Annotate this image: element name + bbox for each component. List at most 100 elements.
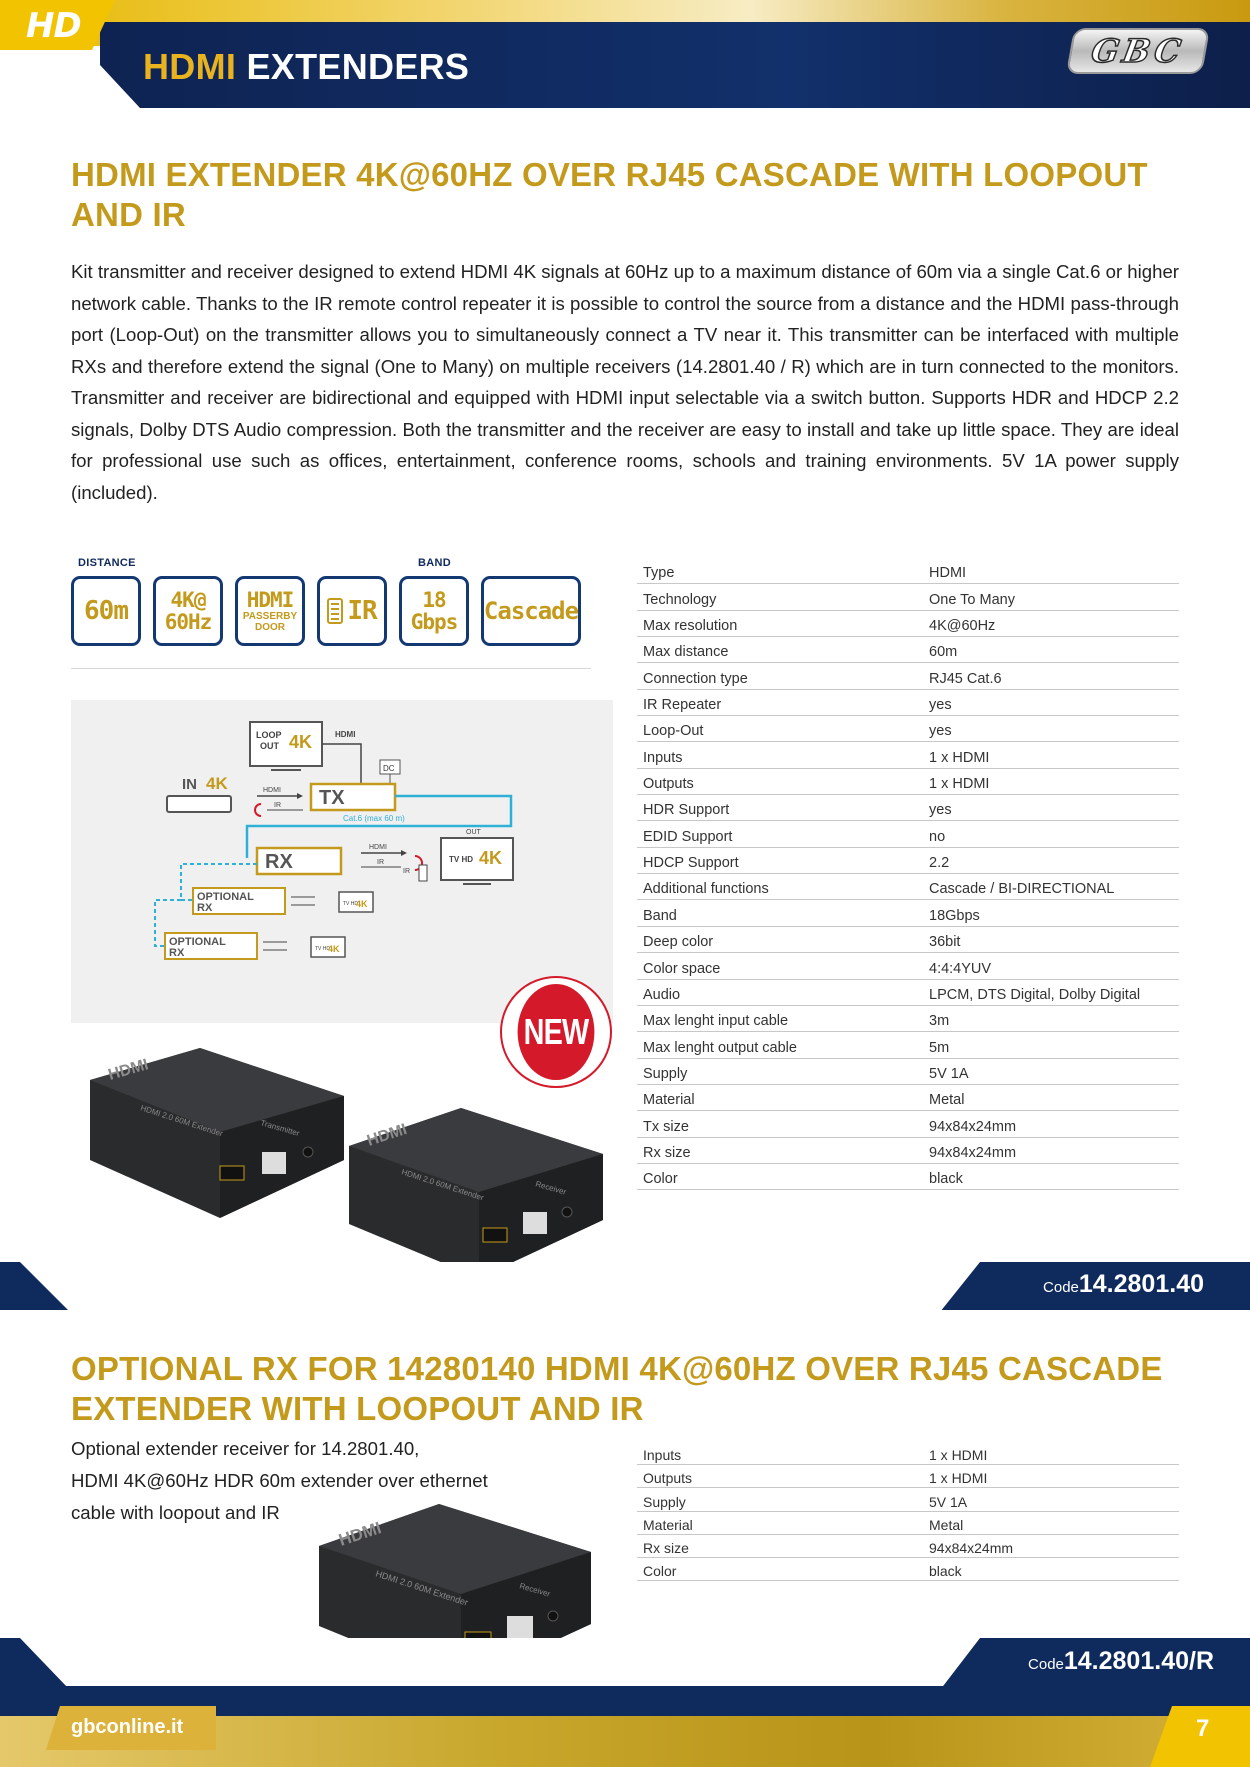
new-badge-text: NEW <box>517 984 595 1080</box>
diagram-optional-rx-2: RX <box>169 947 185 959</box>
spec-key: Outputs <box>643 776 694 793</box>
product2-code-value: 14.2801.40/R <box>1063 1647 1214 1675</box>
diagram-out-1: OUT <box>466 829 482 836</box>
product1-code: Code14.2801.40 <box>1043 1270 1204 1299</box>
band-line1: 18 <box>422 588 446 612</box>
new-badge: NEW <box>500 976 612 1088</box>
hd-badge: HD <box>26 6 82 46</box>
product2-desc-line3: cable with loopout and IR <box>71 1502 280 1523</box>
spec-key: Color space <box>643 960 721 977</box>
spec-key: Connection type <box>643 670 748 687</box>
footer-website-link[interactable]: gbconline.it <box>71 1716 184 1738</box>
spec-value: 94x84x24mm <box>929 1539 1014 1556</box>
spec-key: Max distance <box>643 644 729 661</box>
diagram-tvhd-3: TV HD <box>315 946 330 952</box>
section-title: HDMI EXTENDERS <box>143 46 469 88</box>
hdmi-passthrough-badge: HDMI PASSERBY DOOR <box>235 576 305 646</box>
diagram-dc: DC <box>383 764 395 773</box>
optional-rx-1 <box>192 887 286 915</box>
spec-value: Metal <box>929 1092 965 1109</box>
remote-small-icon <box>418 864 428 882</box>
diagram-ir-1: IR <box>274 802 281 809</box>
ir-badge: IR <box>317 576 387 646</box>
band-line2: Gbps <box>410 610 459 634</box>
spec-value: 3m <box>929 1013 950 1030</box>
remote-icon <box>327 598 344 624</box>
diagram-tvhd-1: TV HD <box>449 855 473 864</box>
spec-row: Deep color 36bit <box>637 927 1179 954</box>
spec-value: yes <box>929 697 952 714</box>
product1-description: Kit transmitter and receiver designed to… <box>71 261 1179 503</box>
spec-key: Max resolution <box>643 618 738 635</box>
diagram-rx: RX <box>265 851 293 873</box>
spec-value: LPCM, DTS Digital, Dolby Digital <box>929 986 1141 1003</box>
diagram-optional-1: OPTIONAL <box>197 891 254 903</box>
product2-desc-line2: HDMI 4K@60Hz HDR 60m extender over ether… <box>71 1470 488 1491</box>
spec-key: Inputs <box>643 1447 682 1464</box>
spec-key: Max lenght output cable <box>643 1039 797 1056</box>
diagram-ir-2: IR <box>377 859 384 866</box>
spec-key: Material <box>643 1516 693 1533</box>
spec-value: yes <box>929 723 952 740</box>
diagram-tx: TX <box>319 787 345 809</box>
cascade-badge: Cascade <box>481 576 581 646</box>
spec-value: One To Many <box>929 591 1015 608</box>
gbc-logo: GBC <box>1065 28 1211 74</box>
resolution-badge: 4K@ 60Hz <box>153 576 223 646</box>
spec-row: IR Repeater yes <box>637 690 1179 717</box>
diagram-4k-out: 4K <box>479 848 502 868</box>
spec-value: 5V 1A <box>929 1065 969 1082</box>
spec-key: Color <box>643 1171 678 1188</box>
diagram-loop: LOOP <box>256 730 282 740</box>
resolution-line2: 60Hz <box>164 610 213 634</box>
badge-divider <box>71 668 591 669</box>
spec-key: Additional functions <box>643 881 769 898</box>
spec-key: Tx size <box>643 1118 689 1135</box>
diagram-4k-in: 4K <box>206 774 228 793</box>
spec-row: Technology One To Many <box>637 584 1179 611</box>
spec-value: 1 x HDMI <box>929 1470 988 1487</box>
spec-value: 4K@60Hz <box>929 618 996 635</box>
product1-code-label: Code <box>1043 1279 1079 1296</box>
diagram-ir-3: IR <box>403 868 410 875</box>
spec-key: Deep color <box>643 934 714 951</box>
connection-diagram: LOOP OUT 4K HDMI DC IN 4K HDMI IR TX Cat… <box>71 700 613 1023</box>
diagram-hdmi-1: HDMI <box>335 730 355 739</box>
spec-key: Band <box>643 907 677 924</box>
diagram-hdmi-2: HDMI <box>263 787 281 794</box>
ir-value: IR <box>347 596 377 626</box>
rx-box <box>255 846 343 876</box>
product2-code-bar: Code14.2801.40/R <box>0 1638 1250 1688</box>
header-navy-band <box>100 22 1250 108</box>
product1-code-value: 14.2801.40 <box>1078 1270 1204 1298</box>
product2-title: OPTIONAL RX FOR 14280140 HDMI 4K@60HZ OV… <box>71 1350 1163 1427</box>
spec-key: Inputs <box>643 749 683 766</box>
spec-row: Color black <box>637 1164 1179 1191</box>
spec-value: 36bit <box>929 934 961 951</box>
spec-value: 2.2 <box>929 855 950 872</box>
spec-key: IR Repeater <box>643 697 722 714</box>
diagram-in: IN <box>182 776 197 793</box>
spec-key: EDID Support <box>643 828 733 845</box>
product2-desc-line1: Optional extender receiver for 14.2801.4… <box>71 1438 420 1459</box>
diagram-optional-rx-1: RX <box>197 902 213 914</box>
tv-out-icon <box>440 837 514 881</box>
optional-rx-2 <box>164 932 258 960</box>
spec-key: Technology <box>643 591 717 608</box>
spec-key: Rx size <box>643 1539 689 1556</box>
spec-value: Cascade / BI-DIRECTIONAL <box>929 881 1115 898</box>
spec-row: Max resolution 4K@60Hz <box>637 611 1179 638</box>
spec-value: black <box>929 1171 963 1188</box>
spec-value: 1 x HDMI <box>929 776 990 793</box>
product2-code-label: Code <box>1028 1656 1064 1673</box>
spec-value: 5m <box>929 1039 950 1056</box>
